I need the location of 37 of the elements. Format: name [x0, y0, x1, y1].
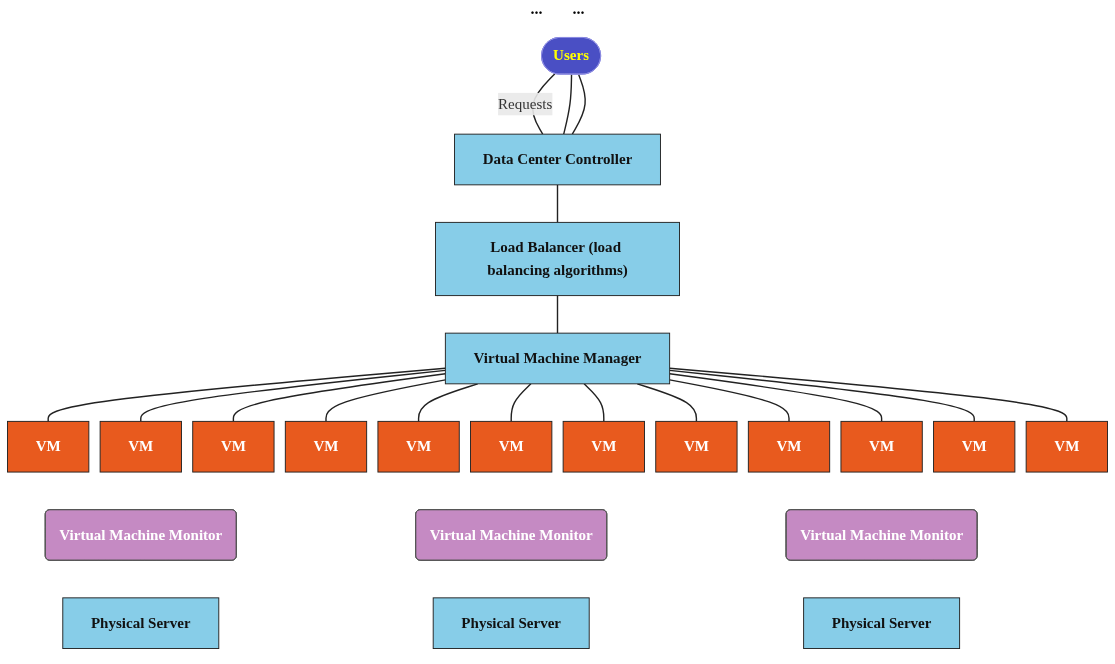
connector — [668, 369, 975, 423]
node-box: Physical Server — [62, 597, 220, 649]
connector — [140, 369, 447, 423]
connector — [563, 73, 573, 135]
edge-label: Requests — [498, 95, 553, 112]
connector — [556, 184, 559, 224]
connector — [510, 383, 532, 423]
connector — [668, 373, 883, 423]
node-box: VM — [192, 420, 275, 473]
connector — [556, 294, 559, 334]
connector — [668, 379, 790, 423]
connector — [571, 73, 586, 135]
node-box: VM — [655, 420, 738, 473]
node-box: VM — [747, 420, 831, 473]
connector — [47, 367, 447, 423]
node-box: Data Center Controller — [454, 133, 661, 186]
node-box: VM — [562, 420, 645, 473]
node-box: VM — [840, 420, 923, 473]
node-box: Physical Server — [432, 597, 590, 649]
ellipsis-note: ... — [530, 0, 543, 19]
node-box: Physical Server — [803, 597, 961, 649]
node-box: Virtual Machine Manager — [444, 332, 671, 385]
connector — [232, 373, 447, 423]
node-box: Load Balancer (load balancing algorithms) — [435, 221, 680, 297]
connector — [668, 367, 1068, 423]
node-box: VM — [1025, 420, 1108, 473]
connector — [636, 383, 698, 423]
node-box: VM — [470, 420, 553, 473]
node-box: VM — [377, 420, 460, 473]
node-box: VM — [284, 420, 368, 473]
ellipsis-note: ... — [572, 0, 585, 19]
node-box: VM — [99, 420, 182, 473]
connector — [325, 379, 447, 423]
connector — [417, 383, 479, 423]
node-box: VM — [7, 420, 90, 473]
node-box: VM — [933, 420, 1016, 473]
connector — [583, 383, 605, 423]
